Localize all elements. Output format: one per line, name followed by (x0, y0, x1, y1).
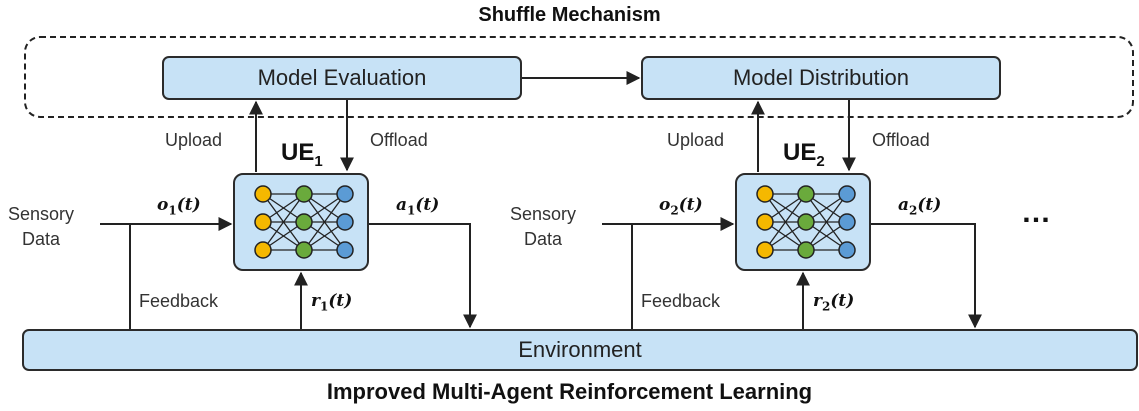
upload-label-2: Upload (667, 130, 725, 150)
neural-network-icon (254, 185, 354, 259)
feedback-label-1: Feedback (139, 291, 219, 311)
action-label-1: a1(t) (396, 195, 440, 218)
ue-label-2: UE2 (783, 139, 825, 170)
neural-network-2 (735, 173, 871, 271)
reward-label-1: r1(t) (311, 291, 353, 314)
model-evaluation-label: Model Evaluation (257, 65, 427, 90)
shuffle-mechanism-frame (24, 36, 1134, 118)
upload-label-1: Upload (165, 130, 223, 150)
more-agents-ellipsis: … (1021, 196, 1052, 229)
ue-label-1: UE1 (281, 139, 323, 170)
action-arrow-2 (871, 223, 982, 329)
environment-label: Environment (518, 337, 642, 362)
observation-label-1: o1(t) (157, 195, 201, 218)
action-label-2: a2(t) (898, 195, 942, 218)
neural-network-1 (233, 173, 369, 271)
reward-label-2: r2(t) (813, 291, 855, 314)
feedback-label-2: Feedback (641, 291, 721, 311)
neural-network-icon (756, 185, 856, 259)
model-evaluation-box: Model Evaluation (162, 56, 522, 100)
environment-box: Environment (22, 329, 1138, 371)
offload-label-2: Offload (872, 130, 930, 150)
data-label-2: Data (524, 229, 563, 249)
action-arrow-1 (369, 223, 477, 329)
offload-label-1: Offload (370, 130, 428, 150)
shuffle-mechanism-title: Shuffle Mechanism (478, 4, 661, 26)
sensory-label-1: Sensory (8, 204, 75, 224)
model-distribution-label: Model Distribution (732, 65, 910, 90)
imarl-title: Improved Multi-Agent Reinforcement Learn… (326, 379, 813, 404)
model-distribution-box: Model Distribution (641, 56, 1001, 100)
data-label-1: Data (22, 229, 61, 249)
sensory-label-2: Sensory (510, 204, 577, 224)
observation-label-2: o2(t) (659, 195, 703, 218)
